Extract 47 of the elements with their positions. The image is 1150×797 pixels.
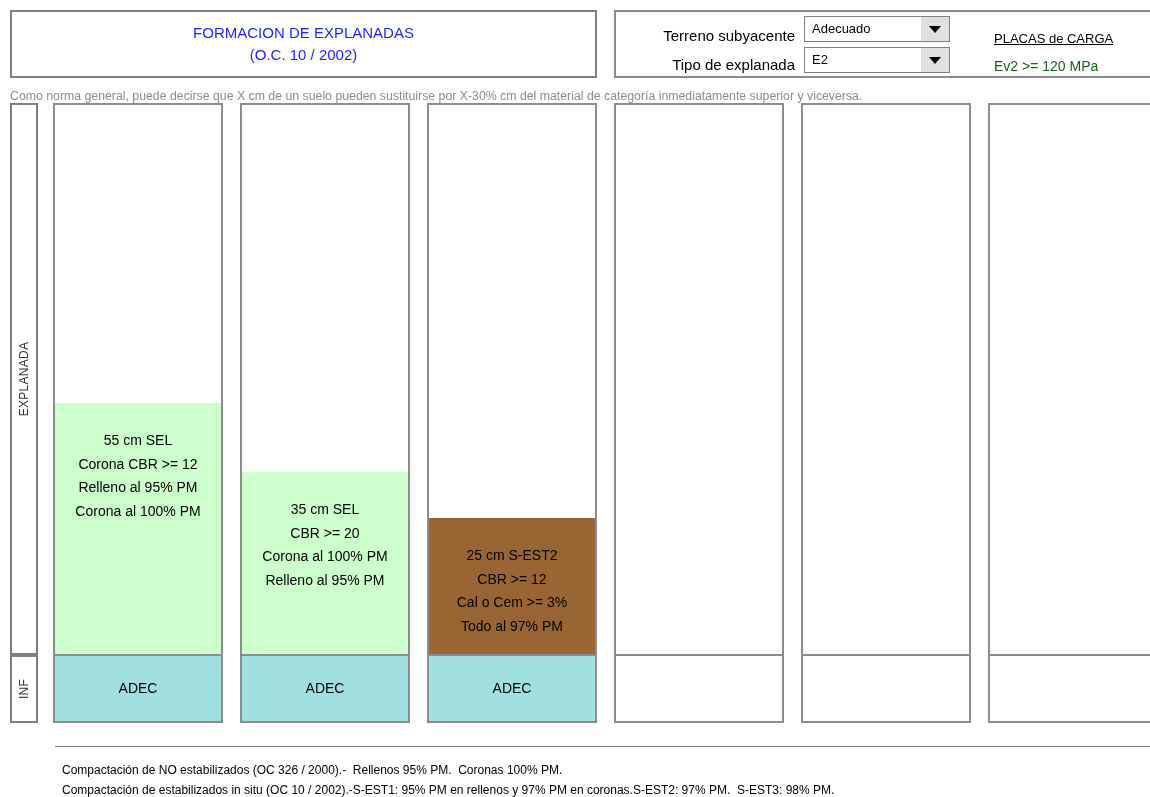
layer-spec-text: 35 cm SEL — [290, 500, 360, 519]
dropdown-field: E2 — [804, 47, 950, 73]
subgrade-cell — [53, 654, 223, 723]
footnote-text: Compactación de estabilizados in situ (OC 10 / 2002).-S-EST1: 95% PM en rellenos y 97% PM en coronas.S-EST2: 97% PM. S-EST3: 98% PM. — [62, 783, 835, 797]
fill-layer — [242, 472, 408, 656]
layer-spec-text: ADEC — [305, 679, 345, 698]
subgrade-cell — [240, 654, 410, 723]
title-text: FORMACION DE EXPLANADAS — [193, 23, 414, 43]
subgrade-cell — [614, 654, 784, 723]
layer-spec-text: ADEC — [118, 679, 158, 698]
layer-spec-text: Corona al 100% PM — [262, 547, 388, 566]
dropdown-field: Adecuado — [804, 16, 950, 42]
layer-column — [801, 103, 971, 656]
subgrade-cell — [988, 654, 1150, 723]
layer-column — [240, 103, 410, 656]
link-text: PLACAS de CARGA — [994, 31, 1114, 46]
layer-spec-text: CBR >= 12 — [477, 569, 547, 589]
field-label: Terreno subyacente — [663, 27, 795, 44]
title-box — [10, 10, 597, 78]
subtitle-text: (O.C. 10 / 2002) — [249, 45, 358, 65]
layer-spec-text: Cal o Cem >= 3% — [456, 593, 568, 612]
section-label: EXPLANADA — [16, 341, 32, 417]
layer-spec-text: Corona CBR >= 12 — [78, 454, 198, 474]
section-label: INF — [16, 678, 32, 700]
fill-layer — [55, 403, 221, 656]
subgrade-cell — [801, 654, 971, 723]
subgrade-cell — [427, 654, 597, 723]
section-label-box — [10, 103, 38, 655]
control-panel — [614, 10, 1150, 78]
footnote-text: Compactación de NO estabilizados (OC 326 / 2000).- Rellenos 95% PM. Coronas 100% PM. — [62, 763, 563, 777]
layer-spec-text: 55 cm SEL — [103, 431, 173, 450]
layer-spec-text: Todo al 97% PM — [461, 616, 563, 636]
layer-column — [614, 103, 784, 656]
layer-column — [427, 103, 597, 656]
layer-spec-text: 25 cm S-EST2 — [466, 546, 558, 565]
note-text: Como norma general, puede decirse que X cm de un suelo pueden sustituirse por X-30% cm del material de categoría inmediatamente superior y viceversa. — [10, 89, 863, 103]
fill-layer — [429, 518, 595, 656]
result-value: Ev2 >= 120 MPa — [994, 58, 1099, 74]
layer-spec-text: CBR >= 20 — [290, 523, 360, 543]
layer-column — [53, 103, 223, 656]
section-label-box — [10, 655, 38, 723]
layer-spec-text: Relleno al 95% PM — [265, 570, 385, 590]
layer-spec-text: Corona al 100% PM — [75, 501, 201, 521]
layer-column — [988, 103, 1150, 656]
layer-spec-text: ADEC — [492, 679, 532, 698]
layer-spec-text: Relleno al 95% PM — [78, 478, 198, 497]
field-label: Tipo de explanada — [672, 56, 795, 73]
